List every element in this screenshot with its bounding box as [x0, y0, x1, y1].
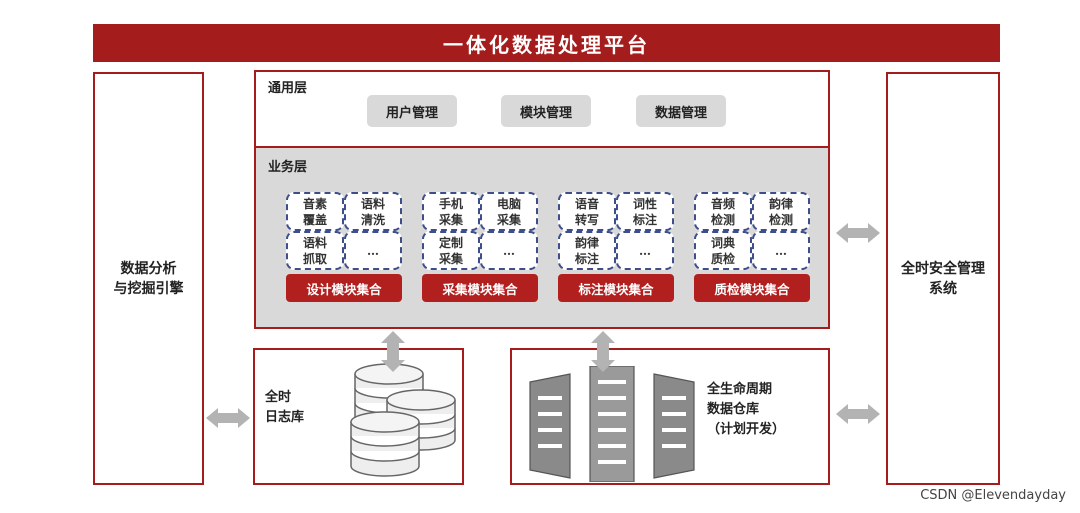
qc-module-group: 音频检测 韵律检测 词典质检 … 质检模块集合: [694, 192, 814, 312]
module-cell[interactable]: 词典质检: [694, 231, 752, 270]
double-arrow-icon: [836, 223, 880, 243]
module-cell[interactable]: 语音转写: [558, 192, 616, 231]
module-cell[interactable]: 电脑采集: [480, 192, 538, 231]
collect-collection-button[interactable]: 采集模块集合: [422, 274, 538, 302]
module-cell-more[interactable]: …: [752, 231, 810, 270]
module-cell[interactable]: 韵律检测: [752, 192, 810, 231]
annotate-module-group: 语音转写 词性标注 韵律标注 … 标注模块集合: [558, 192, 678, 312]
module-cell[interactable]: 韵律标注: [558, 231, 616, 270]
qc-collection-button[interactable]: 质检模块集合: [694, 274, 810, 302]
data-warehouse-box: 全生命周期 数据仓库 （计划开发）: [510, 348, 830, 485]
business-layer: 业务层 音素覆盖 语料清洗 语料抓取 … 设计模块集合 手机采集 电脑采集 定制…: [254, 146, 830, 329]
module-cell-more[interactable]: …: [480, 231, 538, 270]
general-layer: 通用层 用户管理 模块管理 数据管理: [254, 70, 830, 148]
double-arrow-icon: [206, 408, 250, 428]
user-management-button[interactable]: 用户管理: [367, 95, 457, 127]
database-icon: [350, 363, 456, 477]
module-cell[interactable]: 定制采集: [422, 231, 480, 270]
double-arrow-icon: [836, 404, 880, 424]
collect-module-group: 手机采集 电脑采集 定制采集 … 采集模块集合: [422, 192, 542, 312]
analysis-engine-box: 数据分析 与挖掘引擎: [93, 72, 204, 485]
module-cell-more[interactable]: …: [616, 231, 674, 270]
analysis-engine-line2: 与挖掘引擎: [113, 280, 184, 297]
log-database-box: 全时 日志库: [253, 348, 464, 485]
module-management-button[interactable]: 模块管理: [501, 95, 591, 127]
security-system-line2: 系统: [929, 280, 957, 297]
log-database-label: 全时 日志库: [265, 390, 305, 425]
module-cell-more[interactable]: …: [344, 231, 402, 270]
data-management-button[interactable]: 数据管理: [636, 95, 726, 127]
module-cell[interactable]: 语料清洗: [344, 192, 402, 231]
platform-title-banner: 一体化数据处理平台: [93, 24, 1000, 62]
module-cell[interactable]: 音素覆盖: [286, 192, 344, 231]
design-module-group: 音素覆盖 语料清洗 语料抓取 … 设计模块集合: [286, 192, 406, 312]
module-cell[interactable]: 词性标注: [616, 192, 674, 231]
data-warehouse-label: 全生命周期 数据仓库 （计划开发）: [707, 382, 786, 437]
server-rack-icon: [529, 366, 695, 482]
analysis-engine-line1: 数据分析: [120, 260, 177, 277]
security-system-box: 全时安全管理 系统: [886, 72, 1000, 485]
module-cell[interactable]: 手机采集: [422, 192, 480, 231]
business-layer-label: 业务层: [268, 160, 308, 175]
double-arrow-icon: [381, 331, 405, 372]
watermark: CSDN @Elevendayday: [920, 488, 1066, 503]
design-collection-button[interactable]: 设计模块集合: [286, 274, 402, 302]
security-system-line1: 全时安全管理: [901, 260, 985, 277]
platform-title: 一体化数据处理平台: [443, 32, 650, 57]
annotate-collection-button[interactable]: 标注模块集合: [558, 274, 674, 302]
general-layer-label: 通用层: [268, 81, 308, 96]
module-cell[interactable]: 音频检测: [694, 192, 752, 231]
double-arrow-icon: [591, 331, 615, 372]
module-cell[interactable]: 语料抓取: [286, 231, 344, 270]
